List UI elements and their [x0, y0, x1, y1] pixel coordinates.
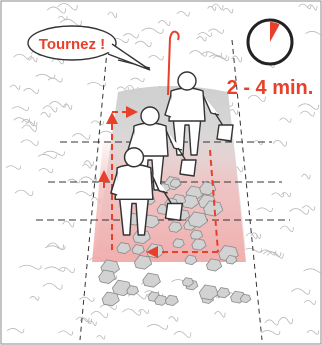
timer-icon	[248, 20, 292, 64]
duration-label: 2 - 4 min.	[227, 77, 314, 99]
speech-text: Tournez !	[39, 36, 105, 53]
